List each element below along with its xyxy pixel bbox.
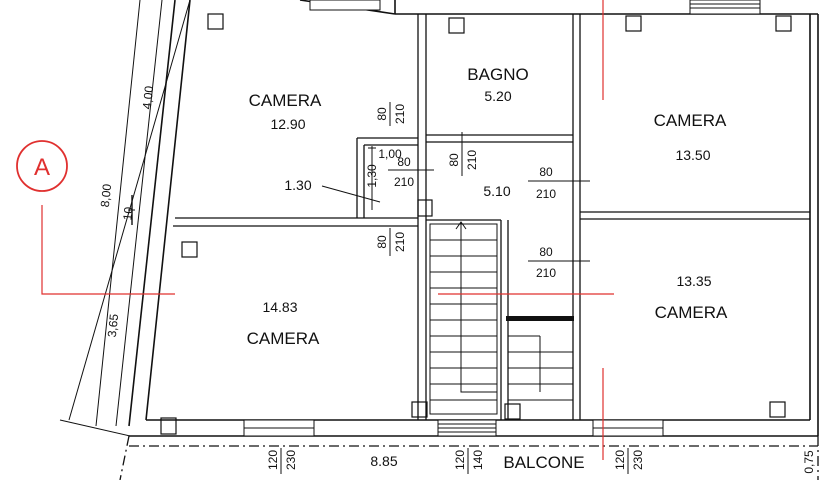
door-label-camera-bottom-left: 80 210 bbox=[375, 228, 407, 256]
room-area-bagno: 5.20 bbox=[484, 88, 511, 104]
room-area-camera-top-right: 13.50 bbox=[675, 147, 710, 163]
svg-text:80: 80 bbox=[539, 165, 553, 179]
svg-text:120: 120 bbox=[266, 450, 280, 470]
svg-text:120: 120 bbox=[613, 450, 627, 470]
dimension-lines-left bbox=[59, 0, 191, 437]
dim-wall: 10 bbox=[120, 206, 135, 221]
window-openings bbox=[243, 0, 761, 437]
balcony-length: 8.85 bbox=[370, 453, 397, 469]
room-area-ripostiglio: 1.30 bbox=[284, 177, 311, 193]
svg-text:210: 210 bbox=[393, 232, 407, 252]
svg-text:140: 140 bbox=[471, 450, 485, 470]
room-label-camera-bottom-right: CAMERA bbox=[655, 303, 728, 322]
leader-lines bbox=[321, 146, 381, 210]
section-marker-circle bbox=[16, 140, 68, 192]
staircase bbox=[429, 221, 573, 415]
svg-text:80: 80 bbox=[539, 245, 553, 259]
svg-text:80: 80 bbox=[375, 107, 389, 121]
dim-lower: 3,65 bbox=[105, 313, 121, 338]
svg-text:80: 80 bbox=[375, 235, 389, 249]
room-label-camera-top-left: CAMERA bbox=[249, 91, 322, 110]
pillars bbox=[160, 13, 792, 435]
door-label-camera-bottom-right: 80 210 bbox=[528, 245, 590, 280]
svg-text:230: 230 bbox=[631, 450, 645, 470]
ripostiglio-width-dim: 1,00 bbox=[378, 147, 402, 161]
svg-text:210: 210 bbox=[536, 266, 556, 280]
window-label-2: 120 140 bbox=[453, 448, 485, 474]
svg-text:210: 210 bbox=[394, 175, 414, 189]
svg-text:210: 210 bbox=[465, 150, 479, 170]
window-label-3: 120 230 bbox=[613, 448, 645, 474]
svg-text:230: 230 bbox=[284, 450, 298, 470]
door-label-bagno: 80 210 bbox=[447, 132, 479, 176]
room-label-camera-bottom-left: CAMERA bbox=[247, 329, 320, 348]
room-area-camera-top-left: 12.90 bbox=[270, 116, 305, 132]
balcony-edge bbox=[119, 435, 819, 480]
dim-balcony-depth: 0,75 bbox=[802, 450, 816, 474]
room-area-camera-bottom-left: 14.83 bbox=[262, 299, 297, 315]
window-label-1: 120 230 bbox=[266, 448, 298, 474]
svg-text:80: 80 bbox=[447, 153, 461, 167]
dim-upper: 4,00 bbox=[140, 85, 156, 110]
room-area-camera-bottom-right: 13.35 bbox=[676, 273, 711, 289]
dim-total: 8,00 bbox=[98, 183, 114, 208]
svg-text:80: 80 bbox=[397, 155, 411, 169]
stair-landing-bar bbox=[506, 316, 574, 321]
section-lines bbox=[41, 0, 614, 460]
section-marker-label: A bbox=[34, 154, 50, 181]
door-label-camera-top-right: 80 210 bbox=[528, 165, 590, 201]
door-label-ripostiglio: 80 210 bbox=[388, 155, 434, 189]
svg-text:120: 120 bbox=[453, 450, 467, 470]
svg-text:210: 210 bbox=[393, 104, 407, 124]
door-label-camera-top-left: 80 210 bbox=[375, 102, 407, 126]
room-area-disimpegno: 5.10 bbox=[483, 183, 510, 199]
balcony-label: BALCONE bbox=[503, 453, 584, 472]
svg-text:210: 210 bbox=[536, 187, 556, 201]
ripostiglio-height-dim: 1,30 bbox=[365, 164, 379, 188]
room-label-camera-top-right: CAMERA bbox=[654, 111, 727, 130]
room-label-bagno: BAGNO bbox=[467, 65, 528, 84]
